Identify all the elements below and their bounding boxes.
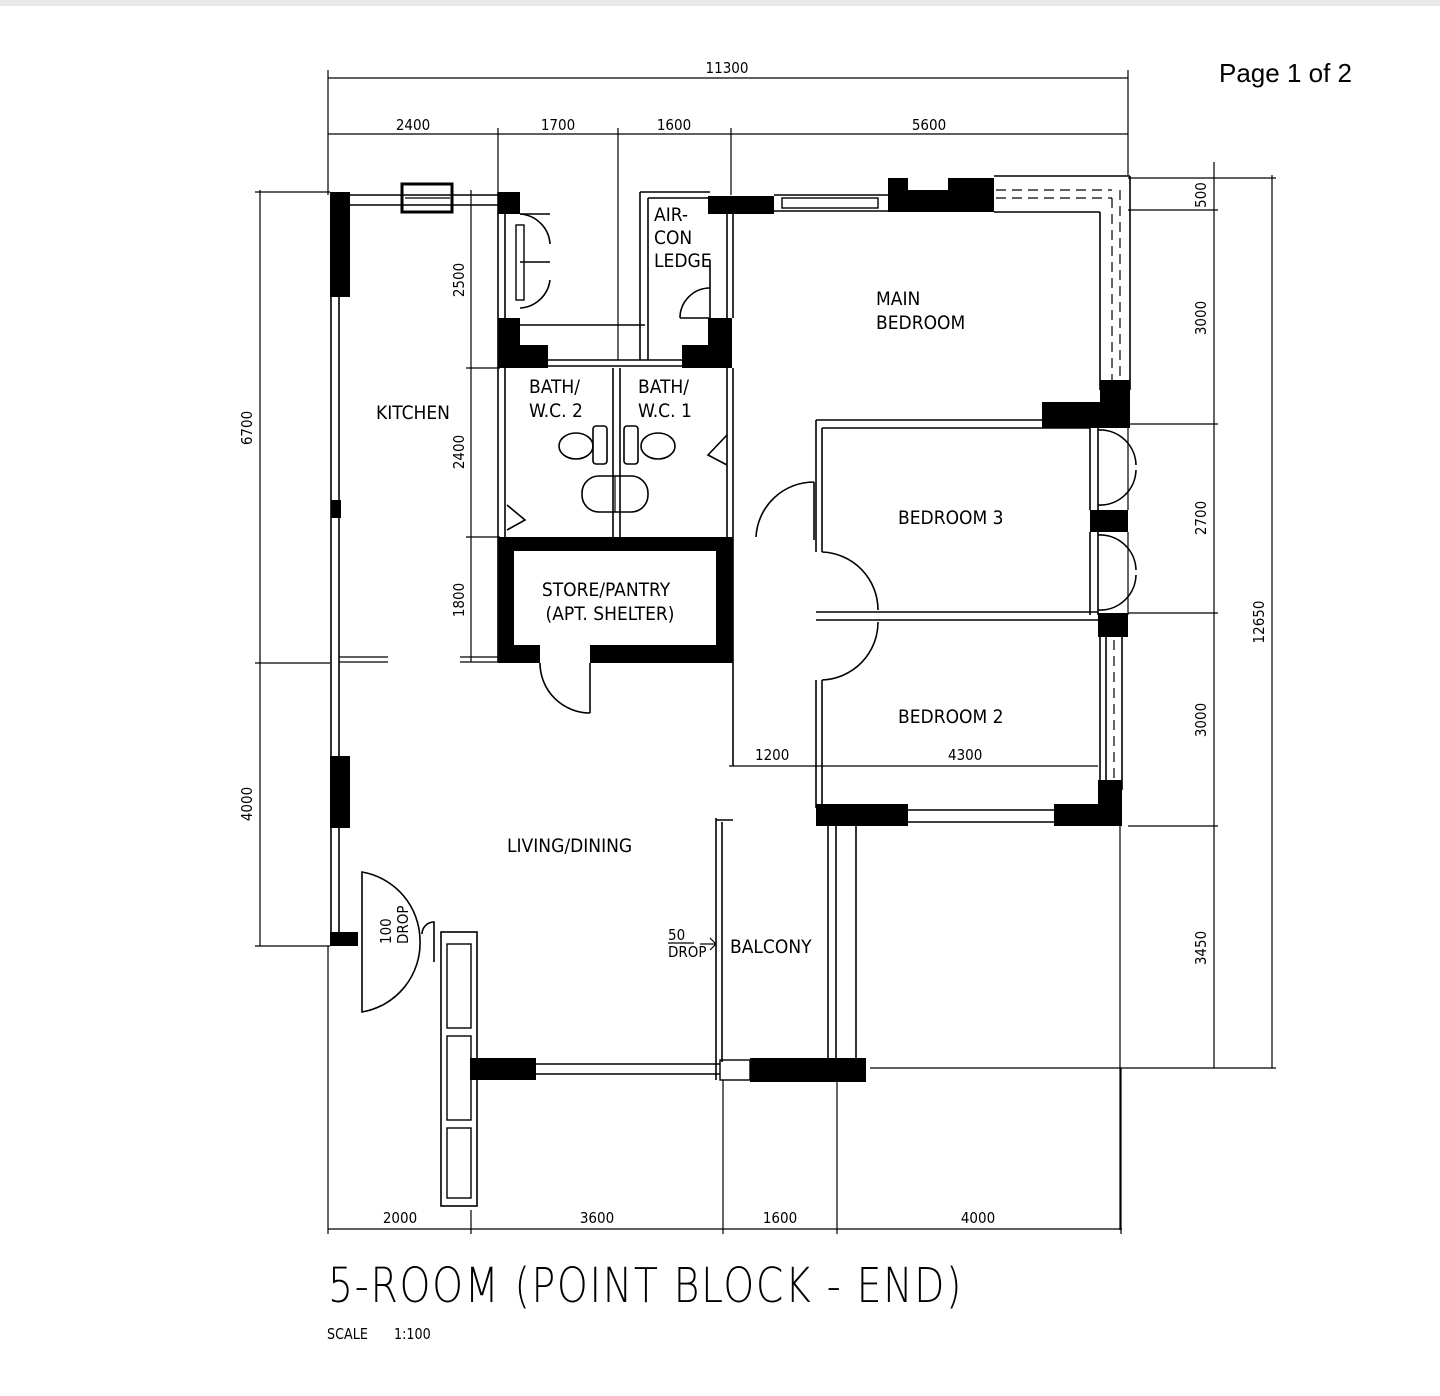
dim-right-2: 3000 bbox=[1192, 301, 1210, 335]
dim-bottom-4: 4000 bbox=[961, 1209, 995, 1227]
viewer-top-bar bbox=[0, 0, 1440, 6]
entrance-drop-value: 100 bbox=[377, 918, 395, 944]
dim-top-4: 5600 bbox=[912, 116, 946, 134]
left-dimensions: 6700 4000 bbox=[238, 190, 330, 947]
bedroom2-label: BEDROOM 2 bbox=[898, 706, 1004, 728]
bath2-label-1: BATH/ bbox=[529, 376, 580, 398]
fixtures bbox=[558, 425, 676, 513]
living-dining-label: LIVING/DINING bbox=[507, 835, 632, 857]
dim-bottom-2: 3600 bbox=[580, 1209, 614, 1227]
store-label-1: STORE/PANTRY bbox=[542, 579, 671, 601]
balcony-drop-label: DROP bbox=[668, 943, 707, 961]
dim-inner-1200: 1200 bbox=[755, 746, 789, 764]
aircon-label-1: AIR- bbox=[654, 204, 688, 226]
walls bbox=[330, 175, 1131, 1207]
dim-top-3: 1600 bbox=[657, 116, 691, 134]
dim-kitchen-1: 2500 bbox=[450, 263, 468, 297]
dim-right-1: 500 bbox=[1192, 182, 1210, 208]
bath1-label-2: W.C. 1 bbox=[638, 400, 692, 422]
dim-left-2: 4000 bbox=[238, 787, 256, 821]
top-dimensions: 11300 2400 1700 1600 5600 bbox=[327, 59, 1129, 360]
room-labels: AIR- CON LEDGE MAIN BEDROOM BATH/ W.C. 2… bbox=[376, 204, 1004, 961]
dim-top-2: 1700 bbox=[541, 116, 575, 134]
right-dimensions: 500 3000 2700 3000 3450 12650 bbox=[870, 162, 1276, 1230]
plan-title: 5-ROOM (POINT BLOCK - END) bbox=[328, 1258, 964, 1314]
dim-bottom-3: 1600 bbox=[763, 1209, 797, 1227]
doors bbox=[361, 213, 1137, 1013]
aircon-label-3: LEDGE bbox=[654, 250, 712, 272]
dim-kitchen-3: 1800 bbox=[450, 583, 468, 617]
store-label-2: (APT. SHELTER) bbox=[546, 603, 675, 625]
dim-right-overall: 12650 bbox=[1250, 601, 1268, 644]
dim-kitchen-2: 2400 bbox=[450, 435, 468, 469]
dim-bottom-1: 2000 bbox=[383, 1209, 417, 1227]
bath1-label-1: BATH/ bbox=[638, 376, 689, 398]
bottom-dimensions: 2000 3600 1600 4000 bbox=[327, 946, 1122, 1234]
main-bedroom-label-2: BEDROOM bbox=[876, 312, 965, 334]
dim-right-4: 3000 bbox=[1192, 703, 1210, 737]
dim-inner-4300: 4300 bbox=[948, 746, 982, 764]
dim-top-overall: 11300 bbox=[706, 59, 749, 77]
bedroom3-label: BEDROOM 3 bbox=[898, 507, 1004, 529]
dim-left-1: 6700 bbox=[238, 411, 256, 445]
main-bedroom-label-1: MAIN bbox=[876, 288, 920, 310]
bath2-label-2: W.C. 2 bbox=[529, 400, 583, 422]
dim-top-1: 2400 bbox=[396, 116, 430, 134]
balcony-label: BALCONY bbox=[730, 936, 812, 958]
dim-right-3: 2700 bbox=[1192, 501, 1210, 535]
scale-value: 1:100 bbox=[394, 1325, 431, 1343]
aircon-label-2: CON bbox=[654, 227, 692, 249]
entrance-drop-label: DROP bbox=[394, 905, 412, 944]
dim-right-5: 3450 bbox=[1192, 931, 1210, 965]
kitchen-label: KITCHEN bbox=[376, 402, 450, 424]
page-indicator: Page 1 of 2 bbox=[1219, 58, 1352, 88]
scale-label: SCALE bbox=[327, 1325, 368, 1343]
kitchen-dimensions: 2500 2400 1800 bbox=[450, 190, 500, 662]
balcony-drop-value: 50 bbox=[668, 926, 685, 944]
